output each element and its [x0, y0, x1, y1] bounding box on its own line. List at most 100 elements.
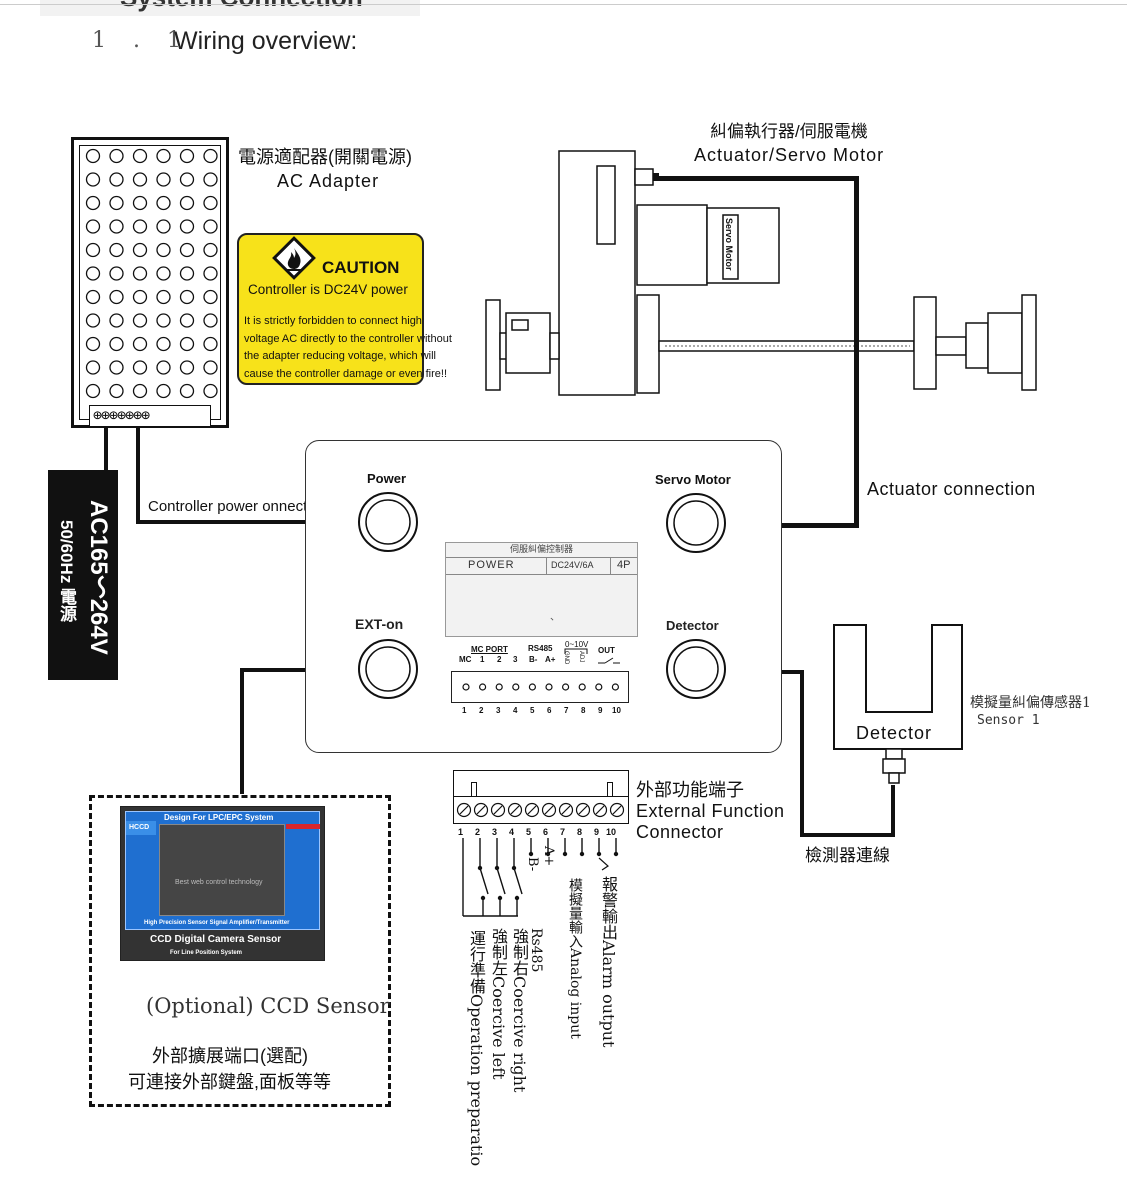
terminal-hole: [611, 683, 619, 691]
screw-slot: [459, 805, 469, 815]
terminal-screws: ⊕⊕⊕⊕⊕⊕⊕: [93, 406, 150, 424]
panel-divider-2: [610, 557, 611, 574]
connector-pin-number: 3: [492, 827, 498, 837]
vent-hole: [179, 172, 195, 187]
label-analog-input: 模擬量輸入Analog input: [567, 878, 583, 1039]
panel-dot: 、: [550, 612, 560, 623]
external-connector-pins: 1 2 3 4 5 6 7 8 9 10: [453, 826, 633, 840]
ccd-panel-tagline: For Line Position System: [170, 950, 243, 956]
terminal-hole: [578, 683, 586, 691]
connector-pin-number: 7: [560, 827, 566, 837]
screw-row: [456, 802, 625, 818]
port-servo-label: Servo Motor: [655, 472, 731, 487]
vent-hole: [203, 313, 218, 328]
vent-hole: [179, 195, 195, 211]
vent-hole: [109, 242, 124, 258]
mains-wire: [104, 428, 108, 470]
terminal-number: 6: [547, 706, 552, 715]
vent-hole: [179, 242, 195, 258]
connector-pin-wires: [462, 838, 619, 917]
terminal-hole: [528, 683, 537, 691]
vent-hole: [156, 383, 171, 399]
external-connector-label-cn: 外部功能端子: [636, 780, 744, 800]
vent-hole: [85, 266, 101, 281]
vent-hole: [132, 195, 148, 211]
vent-hole: [179, 219, 195, 234]
out-switch-icon: [598, 657, 620, 664]
connector-pin-number: 5: [526, 827, 532, 837]
connector-pin-number: 2: [475, 827, 481, 837]
terminal-hole: [545, 683, 553, 691]
pin-a-label: A+: [541, 846, 556, 867]
detector-port[interactable]: [664, 637, 728, 701]
terminal-number: 9: [598, 706, 603, 715]
connector-tab-right: [607, 782, 613, 798]
vent-hole: [156, 289, 171, 305]
screw-slot: [595, 805, 605, 815]
mains-label-line2: 50/60Hz 電源: [57, 520, 76, 623]
actuator-wire-h1: [659, 176, 859, 181]
panel-title-row: 伺服糾偏控制器: [446, 543, 637, 558]
top-heading-fragment: System Connection: [120, 0, 363, 10]
vent-hole: [156, 172, 171, 187]
caution-title: CAUTION: [322, 258, 400, 277]
section-title: Wiring overview:: [174, 27, 358, 55]
vent-hole: [179, 313, 195, 328]
ccd-ext-port-line2: 可連接外部鍵盤,面板等等: [128, 1072, 331, 1092]
terminal-number: 4: [513, 706, 518, 715]
servo-port[interactable]: [664, 491, 728, 555]
vent-hole: [132, 266, 148, 281]
power-port[interactable]: [356, 490, 420, 554]
vent-hole: [85, 219, 101, 234]
caution-subtitle: Controller is DC24V power: [248, 282, 408, 297]
port-detector-label: Detector: [666, 618, 719, 633]
detector-side-label-cn: 模擬量糾偏傳感器1: [970, 695, 1091, 711]
terminal-hole: [512, 683, 520, 691]
screw-slot: [493, 805, 503, 815]
ccd-panel-screen: Best web control technology: [159, 824, 285, 916]
vent-hole: [85, 336, 101, 352]
external-connector-screws: [453, 797, 629, 824]
vent-hole: [85, 313, 101, 328]
detector-wire-v2: [891, 785, 895, 837]
vent-hole: [85, 360, 101, 375]
vent-hole: [109, 336, 124, 352]
ext-port[interactable]: [356, 637, 420, 701]
connector-pin-number: 8: [577, 827, 583, 837]
vent-hole: [109, 172, 124, 187]
port-power-label: Power: [367, 471, 407, 486]
ccd-panel-center: Best web control technology: [175, 879, 263, 886]
terminal-group-mc: MC PORT: [471, 645, 508, 654]
section-number: 1 . 1: [92, 28, 191, 53]
vent-hole: [203, 360, 218, 375]
caution-box: [237, 233, 424, 385]
ccd-panel-title: CCD Digital Camera Sensor: [150, 934, 282, 945]
top-rule: [0, 4, 1127, 5]
vent-hole: [179, 148, 195, 164]
label-alarm-output: 報警輸出Alarm output: [599, 876, 618, 1048]
terminal-sub-1: 1: [480, 655, 485, 664]
vent-hole: [203, 242, 218, 258]
label-operation-preparation: 運行準備Operation preparatio: [467, 930, 486, 1167]
label-coercive-right: 強制右Coercive right: [510, 928, 529, 1093]
alarm-switch-icon: [598, 857, 609, 871]
vent-hole: [203, 172, 218, 187]
port-ext-label: EXT-on: [355, 616, 404, 632]
controller-terminal-strip: [451, 671, 629, 703]
ccd-optional-label: (Optional) CCD Sensor: [146, 994, 390, 1018]
screw-slot: [561, 805, 571, 815]
vent-hole: [179, 289, 195, 305]
vent-hole: [179, 383, 195, 399]
vent-hole: [109, 195, 124, 211]
ac-adapter-label-en: AC Adapter: [277, 171, 380, 191]
pin-b-label: B-: [525, 857, 540, 872]
terminal-group-rs485: RS485: [528, 644, 553, 653]
vent-hole: [109, 219, 124, 234]
terminal-hole: [595, 683, 603, 691]
connector-pin-number: 1: [458, 827, 464, 837]
terminal-hole: [561, 683, 570, 691]
vent-hole: [109, 289, 124, 305]
terminal-hole: [462, 683, 470, 691]
ccd-panel: Design For LPC/EPC System HCCD Best web …: [120, 806, 325, 961]
mains-label-line1: AC165～264V: [85, 500, 112, 655]
